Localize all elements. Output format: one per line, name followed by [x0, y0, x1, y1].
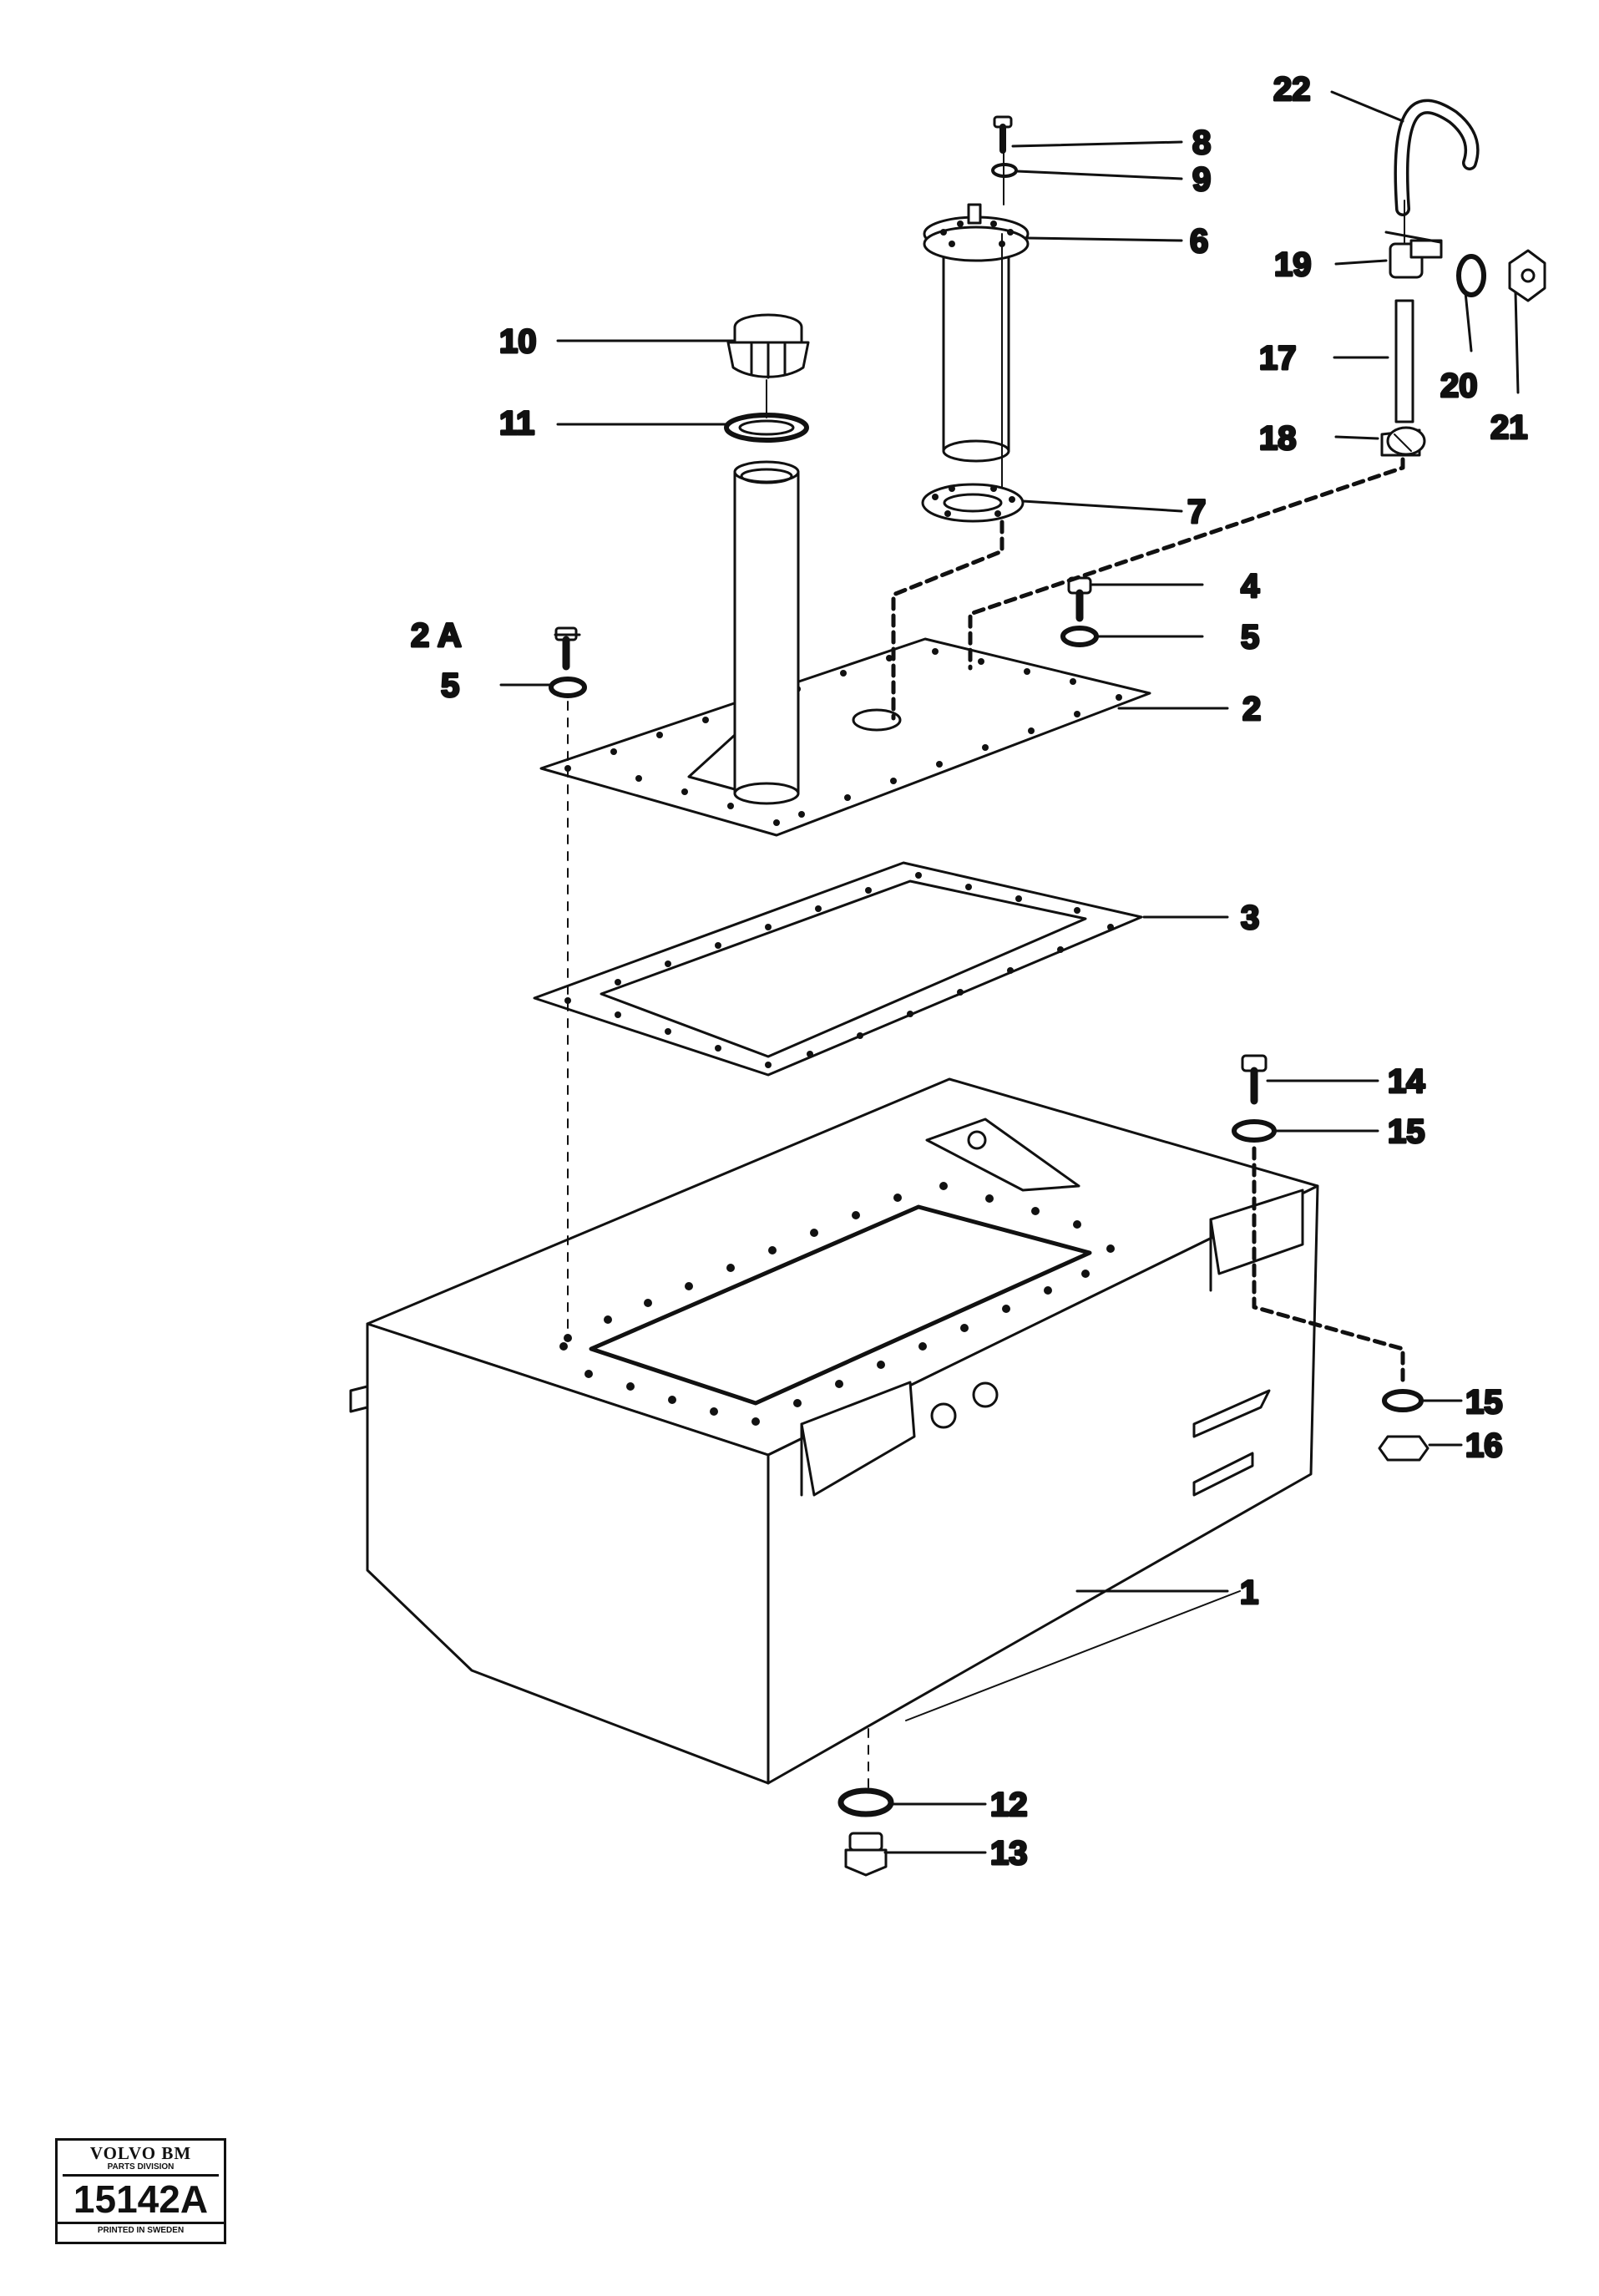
callout-1: 1: [1240, 1574, 1258, 1611]
callout-11: 11: [499, 405, 534, 442]
gasket: [533, 861, 1143, 1077]
callout-leaders: [499, 90, 1520, 1854]
callout-18: 18: [1259, 420, 1297, 457]
callout-16: 16: [1465, 1427, 1503, 1464]
callout-8: 8: [1192, 124, 1211, 161]
callout-2a: 2 A: [411, 617, 462, 654]
seal-ring: [724, 413, 809, 443]
callout-9: 9: [1192, 161, 1211, 198]
return-line: [1380, 99, 1546, 457]
callout-13: 13: [990, 1835, 1028, 1872]
callout-17: 17: [1259, 340, 1297, 377]
drawing-number: 15142A: [58, 2177, 224, 2224]
callout-20: 20: [1440, 367, 1478, 404]
callout-5-right: 5: [1241, 619, 1259, 656]
callout-4: 4: [1241, 568, 1260, 605]
fuel-tank: [349, 1077, 1319, 1785]
callout-numbers: 1 2 2 A 3 4 5 5 6 7 8 9 10 11 12 13 14 1…: [410, 70, 1530, 1873]
callout-2: 2: [1242, 691, 1261, 727]
publisher-stamp: VOLVO BM PARTS DIVISION 15142A PRINTED I…: [55, 2138, 226, 2244]
callout-12: 12: [990, 1787, 1028, 1823]
stamp-printed: PRINTED IN SWEDEN: [97, 2226, 185, 2235]
callout-15-upper: 15: [1388, 1113, 1425, 1150]
filler-cap: [726, 313, 810, 379]
fuel-sender: [923, 203, 1030, 494]
callout-15-lower: 15: [1465, 1384, 1503, 1421]
flange-gasket: [921, 483, 1025, 523]
cover-plate: [539, 637, 1151, 837]
callout-6: 6: [1190, 223, 1208, 260]
assembly-lines: [567, 150, 1405, 1788]
callout-21: 21: [1490, 409, 1528, 446]
callout-3: 3: [1241, 900, 1259, 936]
callout-5-left: 5: [441, 667, 459, 704]
callout-19: 19: [1274, 246, 1312, 283]
callout-7: 7: [1187, 494, 1206, 530]
stamp-brand: VOLVO BM: [89, 2143, 192, 2163]
callout-22: 22: [1273, 71, 1311, 108]
callout-14: 14: [1388, 1063, 1425, 1100]
filler-pipe: [687, 460, 800, 805]
callout-10: 10: [499, 323, 537, 360]
stamp-division: PARTS DIVISION: [63, 2162, 219, 2177]
hardware: [549, 115, 1429, 1877]
